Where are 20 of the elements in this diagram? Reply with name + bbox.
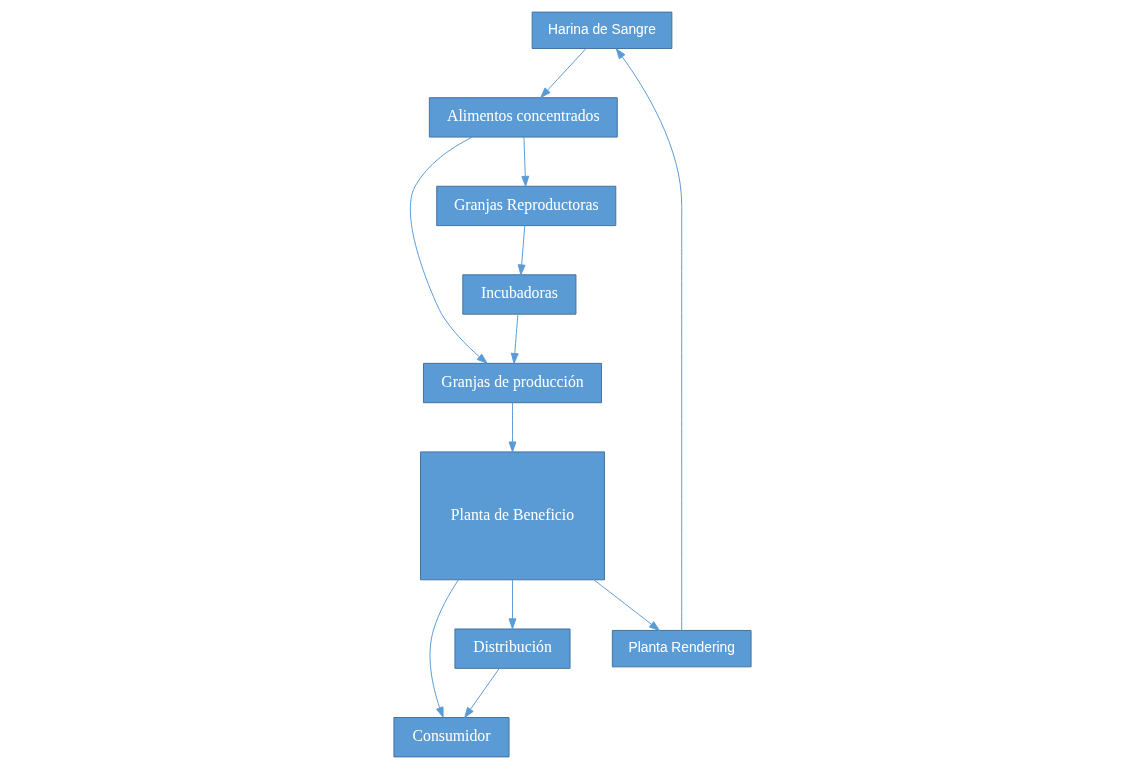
arrow [508, 402, 517, 453]
arrow [510, 313, 519, 364]
arrow [521, 136, 530, 187]
arrow [615, 48, 683, 631]
node-box: Harina de Sangre [531, 11, 673, 49]
arrow [409, 136, 488, 364]
node-box: Alimentos concentrados [428, 97, 618, 138]
node-box: Granjas Reproductoras [436, 185, 617, 227]
arrow [540, 48, 587, 98]
arrow [593, 579, 660, 631]
node-box: Distribución [454, 628, 571, 669]
node-box: Incubadoras [462, 274, 577, 315]
arrow [464, 667, 500, 718]
arrow [429, 579, 459, 718]
arrow [508, 579, 517, 630]
node-box: Granjas de producción [422, 362, 602, 404]
node-box: Planta de Beneficio [420, 451, 605, 581]
node-box: Consumidor [393, 717, 510, 758]
arrow [517, 225, 526, 276]
node-box: Planta Rendering [611, 629, 752, 668]
